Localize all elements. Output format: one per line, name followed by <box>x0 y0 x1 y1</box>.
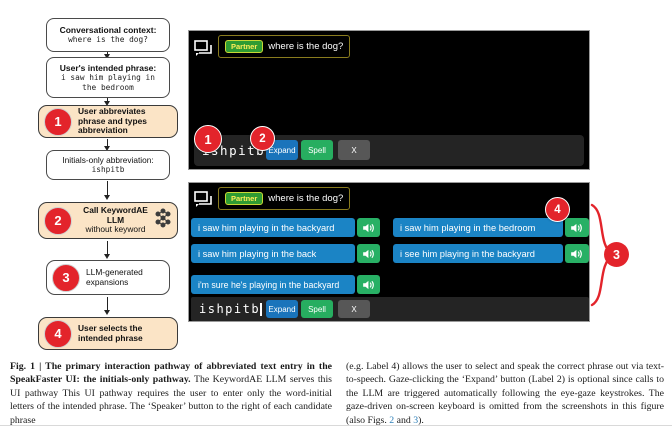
speaker-volume-icon[interactable] <box>565 244 589 263</box>
flow-box-intended-value2: the bedroom <box>82 82 134 92</box>
flow-step-4: 4 User selects the intended phrase <box>38 317 178 350</box>
figure-2-link[interactable]: 2 <box>389 414 395 426</box>
flow-box-intended-title: User's intended phrase: <box>59 63 157 73</box>
annotation-label-4: 4 <box>545 197 570 222</box>
flow-arrow <box>103 241 110 259</box>
figure-3-link[interactable]: 3 <box>413 414 419 426</box>
context-text: where is the dog? <box>268 41 344 52</box>
caption-bold-lead: Fig. 1 | The primary interaction pathway… <box>10 361 332 386</box>
candidate-phrase[interactable]: i'm sure he's playing in the backyard <box>191 275 355 294</box>
spell-button[interactable]: Spell <box>301 300 333 318</box>
flow-arrow <box>103 52 110 59</box>
bottom-divider <box>0 425 672 426</box>
step-4-label: User selects the intended phrase <box>78 322 143 343</box>
caption-end: ). <box>418 414 424 426</box>
step-2-label-bold: Call KeywordAE LLM <box>83 204 148 225</box>
candidate-phrase[interactable]: i saw him playing in the backyard <box>191 218 355 237</box>
spell-button[interactable]: Spell <box>301 140 333 160</box>
screenshot-initials-typed: Partner where is the dog? ishpitb Expand… <box>188 30 590 170</box>
chat-bubbles-icon <box>194 191 213 212</box>
abbreviation-value: ishpitb <box>199 302 261 316</box>
speaker-volume-icon[interactable] <box>357 275 380 294</box>
step-1-label: User abbreviates phrase and types abbrev… <box>78 105 147 136</box>
speaker-volume-icon[interactable] <box>357 244 380 263</box>
step-2-badge: 2 <box>44 206 72 235</box>
flow-box-intended-value1: i saw him playing in <box>61 73 155 82</box>
annotation-label-2: 2 <box>250 126 275 151</box>
clear-button[interactable]: X <box>338 300 370 318</box>
screenshot-expansions: Partner where is the dog? i saw him play… <box>188 182 590 322</box>
candidate-phrase[interactable]: i saw him playing in the bedroom <box>393 218 563 237</box>
caption-separator: and <box>394 414 414 426</box>
context-phrase-box: Partner where is the dog? <box>218 35 351 58</box>
context-phrase-box: Partner where is the dog? <box>218 187 351 210</box>
step-1-badge: 1 <box>44 107 72 136</box>
speaker-volume-icon[interactable] <box>565 218 589 237</box>
caption-right-column: (e.g. Label 4) allows the user to select… <box>346 360 664 427</box>
caption-left-text: The KeywordAE LLM serves this UI pathway… <box>10 374 332 426</box>
flow-step-2: 2 Call KeywordAE LLM without keyword <box>38 202 178 239</box>
flow-box-context: Conversational context: where is the dog… <box>46 18 170 52</box>
step-4-badge: 4 <box>44 319 72 348</box>
llm-network-icon <box>154 208 172 233</box>
flow-arrow <box>103 139 110 151</box>
expand-button[interactable]: Expand <box>266 140 298 160</box>
annotation-label-1: 1 <box>194 125 222 153</box>
flow-box-abbreviation: Initials-only abbreviation: ishpitb <box>46 150 170 180</box>
text-cursor <box>260 302 262 316</box>
flow-arrow <box>103 297 110 315</box>
candidate-phrase[interactable]: i see him playing in the backyard <box>393 244 563 263</box>
caption-left-column: Fig. 1 | The primary interaction pathway… <box>10 360 332 427</box>
step-2-label-rest: without keyword <box>85 224 146 235</box>
step-3-label: LLM-generated expansions <box>86 266 143 287</box>
chat-bubbles-icon <box>194 40 213 61</box>
partner-badge: Partner <box>225 40 264 53</box>
partner-badge: Partner <box>225 192 264 205</box>
annotation-label-3: 3 <box>604 242 629 267</box>
flow-box-abbrev-value: ishpitb <box>91 165 125 175</box>
clear-button[interactable]: X <box>338 140 370 160</box>
speaker-volume-icon[interactable] <box>357 218 380 237</box>
flow-box-intended-phrase: User's intended phrase: i saw him playin… <box>46 57 170 98</box>
flow-box-abbrev-title: Initials-only abbreviation: <box>62 155 154 166</box>
step-3-badge: 3 <box>52 263 80 292</box>
flow-box-expansions: 3 LLM-generated expansions <box>46 260 170 295</box>
flow-step-1: 1 User abbreviates phrase and types abbr… <box>38 105 178 138</box>
caption-right-text: (e.g. Label 4) allows the user to select… <box>346 361 664 426</box>
flow-arrow <box>103 181 110 200</box>
context-text: where is the dog? <box>268 193 344 204</box>
expand-button[interactable]: Expand <box>266 300 298 318</box>
abbreviation-input[interactable]: ishpitb <box>191 297 589 321</box>
candidate-phrase[interactable]: i saw him playing in the back <box>191 244 355 263</box>
flow-box-context-title: Conversational context: <box>59 25 157 36</box>
flow-box-context-value: where is the dog? <box>68 35 148 45</box>
flow-arrow <box>103 98 110 106</box>
